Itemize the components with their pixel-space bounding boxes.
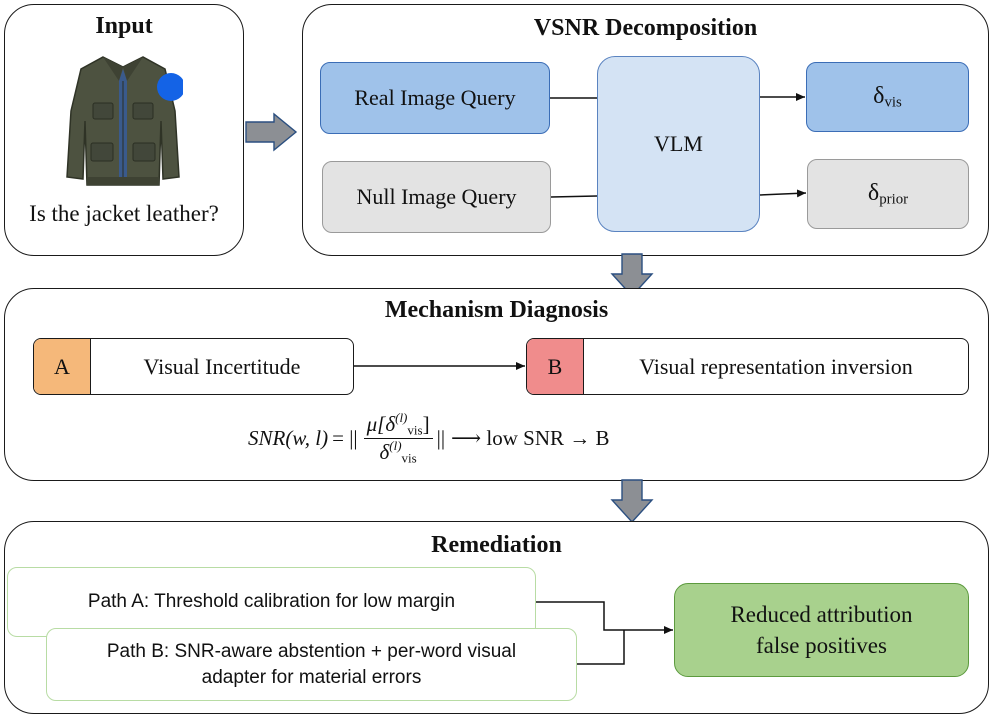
delta-prior-label: δprior xyxy=(867,179,909,208)
path-a-connector xyxy=(536,601,673,634)
input-title: Input xyxy=(95,13,153,39)
formula-num-sup: (l) xyxy=(395,409,408,425)
jacket-image xyxy=(66,56,183,186)
null-to-vlm-line xyxy=(550,195,598,198)
delta-vis-box: δvis xyxy=(806,62,969,132)
null-image-query-label: Null Image Query xyxy=(356,184,517,209)
arrow-down-icon xyxy=(610,253,654,298)
formula-close: || xyxy=(436,425,446,450)
vsnr-title: VSNR Decomposition xyxy=(533,15,758,41)
vlm-box: VLM xyxy=(597,56,760,232)
mechanism-title: Mechanism Diagnosis xyxy=(384,297,609,323)
arrow-down-icon-2 xyxy=(610,479,654,524)
arrow-right-icon xyxy=(245,112,298,152)
path-b-line1: Path B: SNR-aware abstention + per-word … xyxy=(106,640,517,662)
mechanism-a-label: Visual Incertitude xyxy=(143,353,301,379)
real-image-query-box: Real Image Query xyxy=(320,62,550,134)
formula-denominator: δ xyxy=(379,439,390,464)
formula-lhs: SNR(w, l) xyxy=(248,425,329,450)
mechanism-b-label: Visual representation inversion xyxy=(639,353,913,379)
formula-numerator: μ[δ xyxy=(366,411,396,436)
delta-vis-label: δvis xyxy=(873,82,902,111)
mechanism-b-box: B Visual representation inversion xyxy=(526,338,969,395)
null-image-query-box: Null Image Query xyxy=(322,161,551,233)
formula-fraction: μ[δ(l)vis] δ(l)vis xyxy=(363,409,433,465)
vlm-label: VLM xyxy=(654,131,703,156)
real-image-query-label: Real Image Query xyxy=(354,85,516,110)
formula-tail: ⟶ low SNR → B xyxy=(451,425,610,450)
path-a-label: Path A: Threshold calibration for low ma… xyxy=(87,591,456,613)
vlm-to-prior-arrow xyxy=(759,189,807,198)
formula-num-close: ] xyxy=(422,411,430,436)
path-b-connector xyxy=(577,630,625,665)
formula-equals: = || xyxy=(332,425,358,450)
snr-formula: SNR(w, l) = || μ[δ(l)vis] δ(l)vis || ⟶ l… xyxy=(248,398,610,478)
mechanism-a-box: A Visual Incertitude xyxy=(33,338,354,395)
result-line2: false positives xyxy=(756,633,887,658)
result-box: Reduced attribution false positives xyxy=(674,583,969,677)
formula-den-sup: (l) xyxy=(389,437,402,453)
mechanism-a-tag: A xyxy=(34,339,91,394)
formula-num-sub: vis xyxy=(407,422,423,438)
mechanism-b-tag: B xyxy=(527,339,584,394)
path-b-line2: adapter for material errors xyxy=(201,666,422,688)
result-line1: Reduced attribution xyxy=(730,601,913,627)
attribution-marker-icon xyxy=(157,73,183,101)
delta-prior-box: δprior xyxy=(807,159,969,229)
input-question: Is the jacket leather? xyxy=(29,201,219,226)
remediation-title: Remediation xyxy=(431,532,562,558)
input-panel: Input Is the jacket leather? xyxy=(4,4,244,256)
formula-den-sub: vis xyxy=(401,449,417,465)
path-b-box: Path B: SNR-aware abstention + per-word … xyxy=(46,628,577,701)
